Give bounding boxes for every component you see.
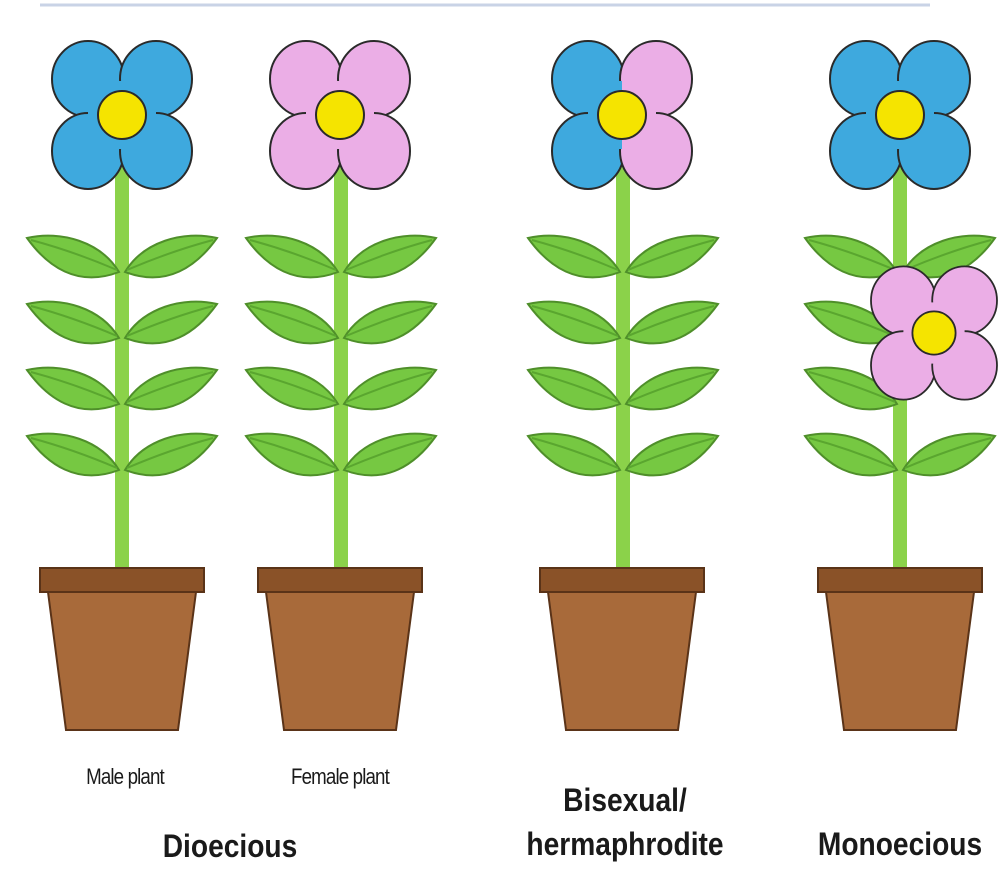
bisexual-stem bbox=[616, 160, 630, 572]
male-stem bbox=[115, 160, 129, 572]
bisexual-pot bbox=[540, 568, 704, 730]
monoecious-label: Monoecious bbox=[812, 824, 988, 864]
bisexual-label-line1: Bisexual/ bbox=[533, 780, 718, 820]
male-pot bbox=[40, 568, 204, 730]
male-plant bbox=[27, 41, 217, 730]
female-pot bbox=[258, 568, 422, 730]
monoecious-pot bbox=[818, 568, 982, 730]
bisexual-plant bbox=[528, 41, 718, 730]
monoecious-plant bbox=[805, 41, 997, 730]
dioecious-label: Dioecious bbox=[151, 826, 309, 866]
female-plant bbox=[246, 41, 436, 730]
male-plant-label: Male plant bbox=[70, 764, 181, 790]
female-stem bbox=[334, 160, 348, 572]
female-plant-label: Female plant bbox=[281, 764, 400, 790]
bisexual-label-line2: hermaphrodite bbox=[519, 824, 730, 864]
